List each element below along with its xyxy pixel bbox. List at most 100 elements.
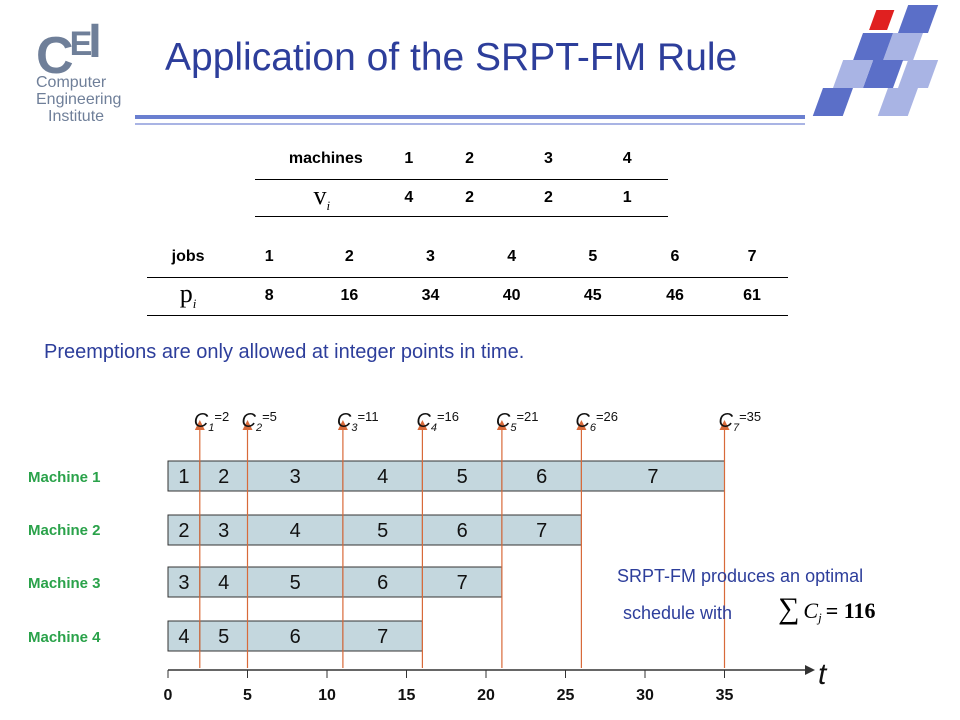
processing-time: 45: [583, 287, 602, 304]
axis-tick-label: 0: [164, 687, 173, 704]
job-segment-label: 3: [290, 466, 301, 488]
page-title: Application of the SRPT-FM Rule: [165, 36, 738, 79]
checker-square: [862, 60, 904, 88]
speed-symbol-sub: i: [326, 198, 331, 214]
formula-sub: j: [818, 610, 822, 626]
job-segment-label: 6: [377, 572, 388, 594]
job-segment-label: 6: [457, 520, 468, 542]
processing-time: 40: [502, 287, 521, 304]
machine-label: Machine 1: [28, 469, 101, 486]
machine-label: Machine 2: [28, 522, 101, 539]
machine-bar: [167, 514, 582, 546]
formula-var: C: [803, 598, 819, 623]
sum-formula: ∑ Cj = 116: [778, 592, 876, 626]
machine-bar: [167, 460, 725, 492]
checker-square: [897, 5, 939, 33]
job-segment-label: 4: [377, 466, 388, 488]
checker-square: [869, 10, 895, 30]
checker-square: [812, 88, 853, 116]
completion-label: C1=2: [194, 409, 229, 434]
job-id: 4: [507, 248, 517, 266]
job-id: 3: [426, 248, 435, 266]
jobs-header-label: jobs: [171, 248, 205, 266]
machine-bar: [167, 566, 503, 598]
job-segment-label: 1: [178, 466, 189, 488]
job-segment-label: 7: [647, 466, 658, 488]
job-segment-label: 2: [178, 520, 189, 542]
axis-tick-label: 30: [636, 687, 654, 704]
result-line-2: schedule with: [623, 603, 733, 623]
logo-line-3: Institute: [48, 108, 105, 125]
axis-tick-label: 15: [398, 687, 416, 704]
jobs-table: jobs 1 2 3 4 5 6 7 pi 8 16 34 40 45 46 6…: [147, 238, 788, 316]
speeds-row: vi 4 2 2 1: [255, 179, 668, 216]
result-line-1: SRPT-FM produces an optimal: [617, 566, 864, 586]
speed-value: 2: [465, 188, 475, 206]
speed-value: 1: [622, 188, 632, 206]
job-segment-label: 5: [218, 626, 229, 648]
job-id: 5: [588, 248, 598, 266]
job-segment-label: 5: [377, 520, 388, 542]
speed-value: 4: [404, 188, 414, 206]
speed-value: 2: [543, 188, 553, 206]
title-underline: [135, 115, 805, 119]
job-segment-label: 6: [536, 466, 547, 488]
checker-square: [832, 60, 874, 88]
completion-label: C3=11: [337, 409, 379, 434]
job-segment-label: 3: [218, 520, 229, 542]
checker-square: [852, 33, 893, 61]
machine-label: Machine 3: [28, 575, 101, 592]
job-segment-label: 4: [178, 626, 189, 648]
processing-row: pi 8 16 34 40 45 46 61: [147, 277, 788, 315]
logo-letter-e: E: [69, 25, 93, 63]
axis-tick-label: 20: [477, 687, 495, 704]
axis-tick-label: 25: [557, 687, 575, 704]
logo-letter-c: C: [36, 27, 74, 85]
machines-header-row: machines 1 2 3 4: [255, 140, 668, 179]
job-segment-label: 7: [377, 626, 388, 648]
axis-tick-label: 5: [243, 687, 252, 704]
logo: CEI Computer Engineering Institute: [36, 14, 136, 125]
job-segment-label: 2: [218, 466, 229, 488]
job-id: 6: [670, 248, 680, 266]
processing-symbol-sub: i: [192, 296, 197, 312]
machines-header-label: machines: [288, 150, 363, 168]
job-segment-label: 7: [457, 572, 468, 594]
formula-value: = 116: [825, 598, 876, 623]
jobs-header-row: jobs 1 2 3 4 5 6 7: [147, 238, 788, 277]
processing-time: 61: [743, 287, 761, 304]
machine-id: 2: [465, 150, 475, 168]
machine-label: Machine 4: [28, 629, 101, 646]
processing-time: 8: [264, 287, 274, 304]
job-segment-label: 6: [290, 626, 301, 648]
axis-label: t: [818, 658, 828, 691]
preemption-note: Preemptions are only allowed at integer …: [44, 341, 525, 363]
checker-square: [882, 33, 923, 61]
completion-label: C6=26: [575, 409, 618, 434]
completion-label: C7=35: [719, 409, 762, 434]
processing-row-label: pi: [147, 277, 229, 315]
job-segment-label: 4: [218, 572, 229, 594]
machine-id: 3: [543, 150, 553, 168]
job-id: 1: [264, 248, 274, 266]
speed-symbol: v: [313, 180, 327, 210]
completion-label: C4=16: [416, 409, 459, 434]
checker-square: [877, 88, 918, 116]
completion-label: C2=5: [242, 409, 277, 434]
axis-tick-label: 35: [716, 687, 734, 704]
checker-square: [897, 60, 939, 88]
header-decoration: [135, 5, 939, 125]
machine-id: 4: [622, 150, 632, 168]
checker-pattern: [812, 5, 939, 116]
job-segment-label: 5: [290, 572, 301, 594]
job-segment-label: 4: [290, 520, 301, 542]
job-segment-label: 3: [178, 572, 189, 594]
machines-table: machines 1 2 3 4 vi 4 2 2 1: [255, 140, 668, 217]
processing-time: 34: [421, 287, 440, 304]
machine-id: 1: [404, 150, 414, 168]
processing-time: 46: [666, 287, 684, 304]
completion-label: C5=21: [496, 409, 539, 434]
job-id: 7: [747, 248, 757, 266]
axis-tick-label: 10: [318, 687, 336, 704]
